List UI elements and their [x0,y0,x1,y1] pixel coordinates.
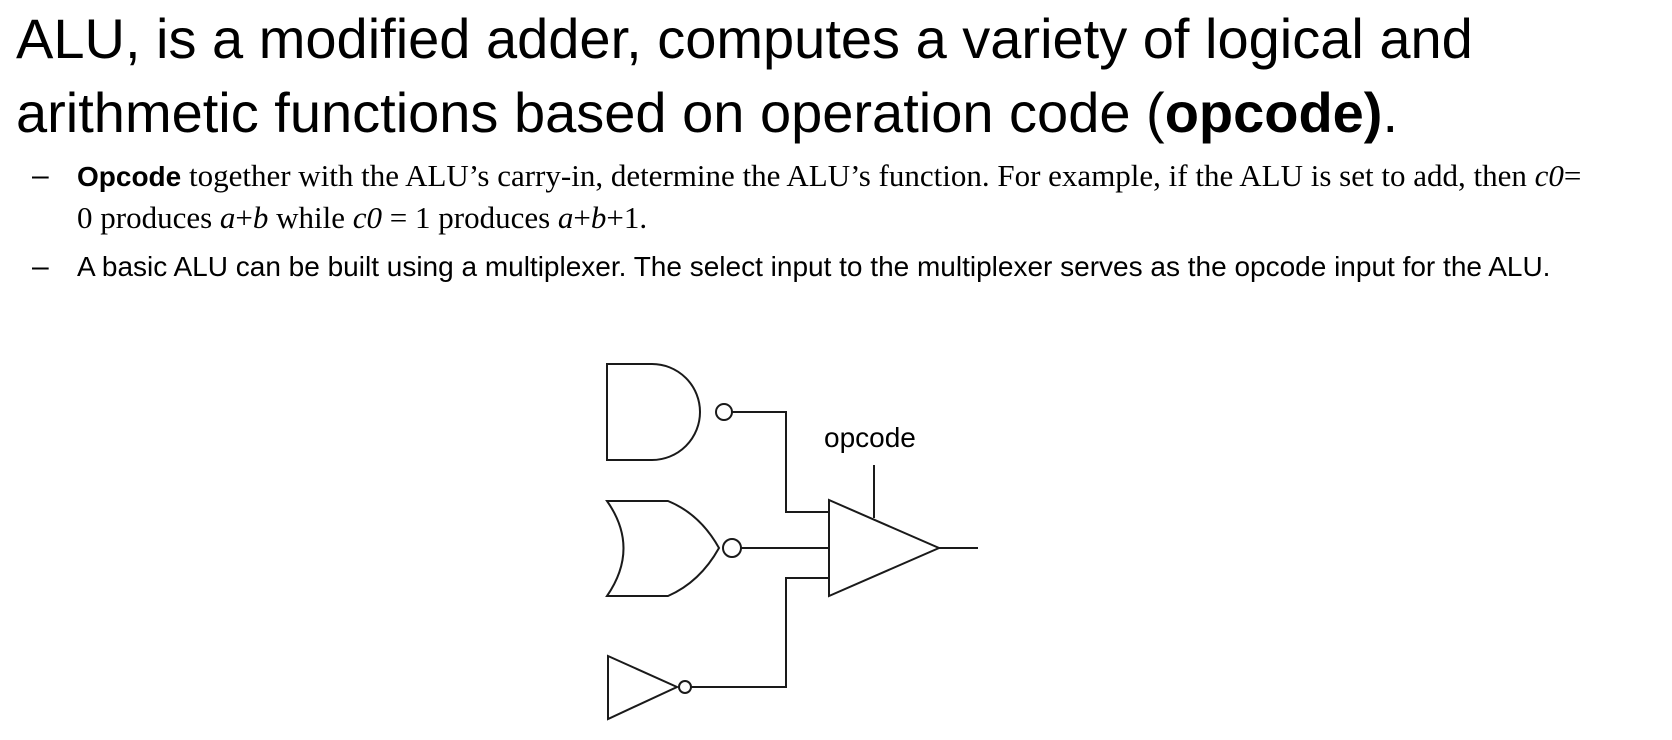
opcode-label: opcode [824,422,916,453]
math-a: a [557,200,574,235]
bullet-text: = 1 produces [382,200,558,235]
bullet-mux-alu: – A basic ALU can be built using a multi… [32,246,1592,287]
nor-bubble [722,538,742,558]
bullet-lead-term: Opcode [77,161,182,192]
bullet-body: A basic ALU can be built using a multipl… [77,251,1551,282]
nand-bubble [715,403,733,421]
title-line-2-prefix: arithmetic functions based on operation … [16,81,1165,144]
nor-gate-icon [605,500,742,597]
bullet-text: + [235,200,253,235]
wires [691,411,978,688]
not-bubble [678,680,692,694]
bullet-opcode-carry-in: – Opcode together with the ALU’s carry-i… [32,155,1592,238]
wire-nand-to-mux [732,411,829,513]
nand-gate-icon [606,363,733,461]
math-a: a [219,200,236,235]
bullet-text: while [268,200,353,235]
multiplexer-icon [828,498,942,598]
bullet-text: = 0 produces [77,158,1582,235]
bullet-text: together with the ALU’s carry-in, determ… [181,158,1535,193]
bullet-dash: – [32,250,49,283]
bullet-dash: – [32,159,49,192]
math-b: b [252,200,269,235]
not-gate-icon [607,654,692,721]
title-line-1: ALU, is a modified adder, computes a var… [16,7,1473,70]
math-b: b [590,200,607,235]
math-c0: c0 [1534,158,1564,193]
math-c0: c0 [352,200,383,235]
title-line-2-suffix: . [1382,81,1399,144]
bullet-text: + [573,200,591,235]
slide-title: ALU, is a modified adder, computes a var… [16,2,1656,150]
bullet-body: Opcode together with the ALU’s carry-in,… [77,155,1592,238]
wire-not-to-mux [691,577,829,688]
title-opcode-term: opcode) [1164,81,1383,144]
bullet-text: +1. [606,200,648,235]
